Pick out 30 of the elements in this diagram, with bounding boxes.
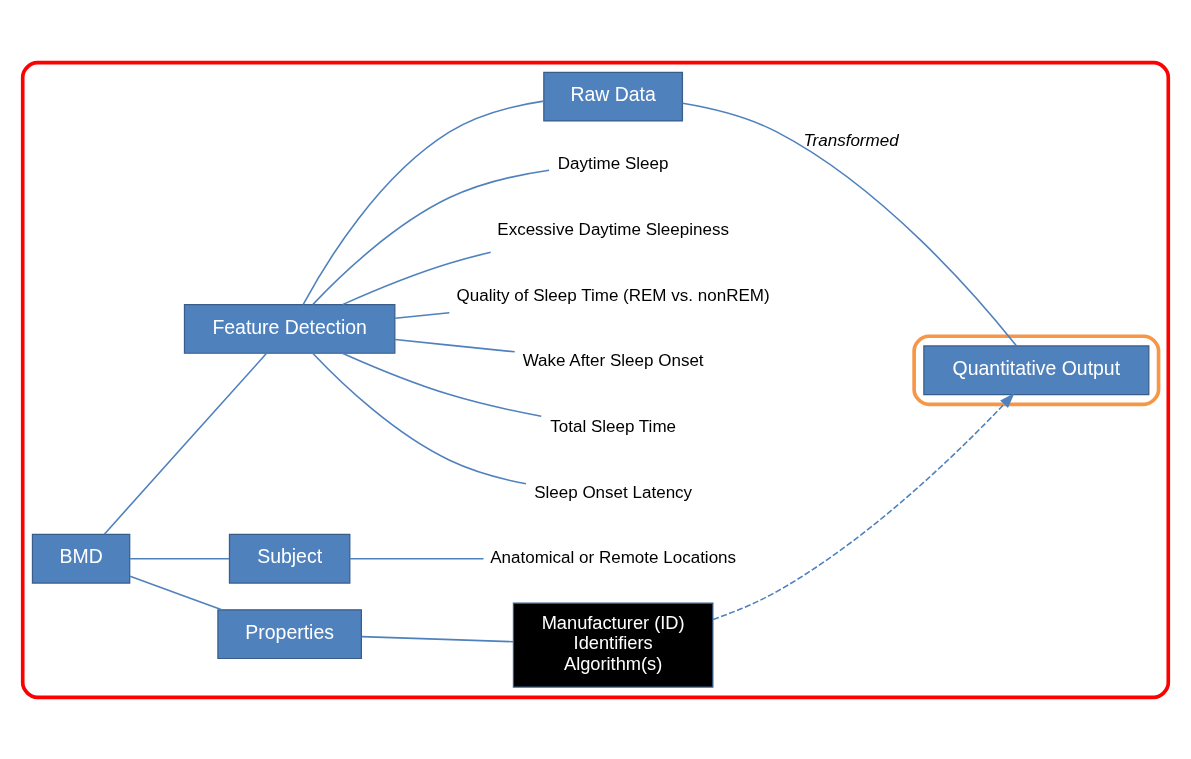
- cluster: [20, 60, 1171, 699]
- node-text: Daytime Sleep: [557, 153, 669, 173]
- connector: [341, 250, 492, 305]
- node-text: Excessive Daytime Sleepiness: [497, 219, 729, 239]
- connector: [129, 574, 223, 611]
- node-text: Anatomical or Remote Locations: [490, 547, 737, 567]
- connector: [103, 352, 268, 535]
- node-text: Total Sleep Time: [550, 416, 677, 436]
- arrow: [712, 392, 1015, 620]
- connector: [341, 351, 543, 417]
- connector: [302, 99, 545, 305]
- connector: [129, 557, 230, 560]
- connector: [312, 352, 527, 485]
- node-box: Feature Detection: [183, 303, 396, 354]
- connector: [394, 311, 451, 319]
- node-box: Manufacturer (ID) Identifiers Algorithm(s): [512, 602, 714, 688]
- connector: [681, 102, 1018, 347]
- node-text: Quality of Sleep Time (REM vs. nonREM): [456, 285, 770, 305]
- node-box: Quantitative Output: [923, 344, 1150, 395]
- node-text: Wake After Sleep Onset: [522, 350, 704, 370]
- node-box: Raw Data: [543, 71, 684, 122]
- connector: [394, 338, 516, 353]
- edge-label: Transformed: [803, 130, 899, 150]
- connector: [349, 557, 485, 560]
- connector: [312, 168, 550, 305]
- node-box: Subject: [228, 533, 351, 584]
- node-box: Properties: [217, 608, 362, 659]
- node-box: BMD: [31, 533, 131, 584]
- connector: [360, 635, 515, 643]
- node-text: Sleep Onset Latency: [534, 482, 693, 502]
